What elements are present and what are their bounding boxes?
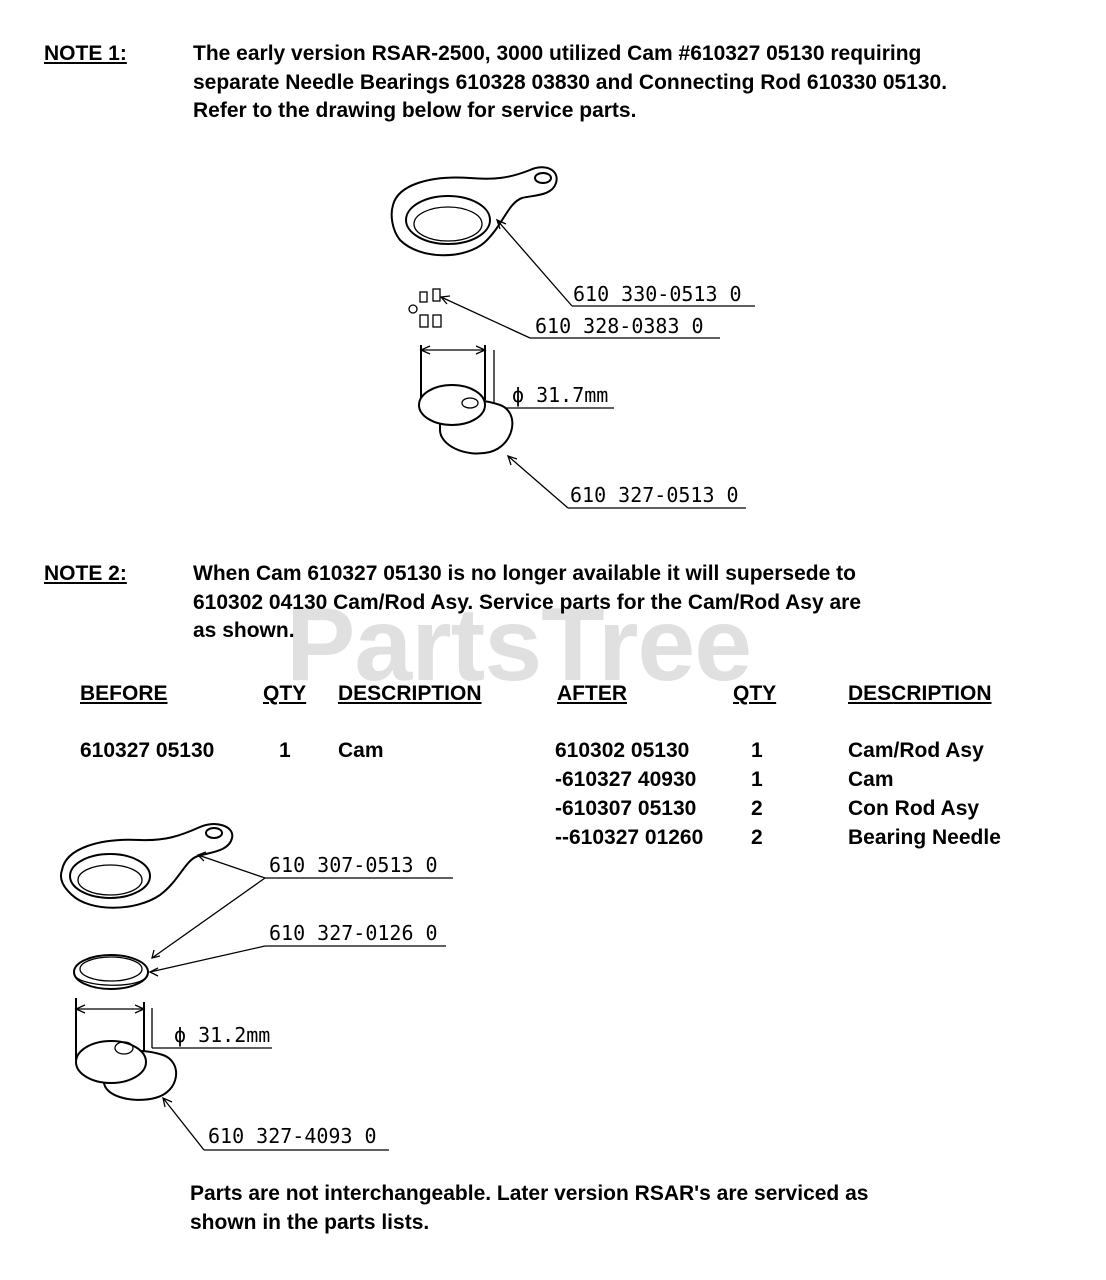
header-qty-after: QTY <box>733 682 777 705</box>
before-description: Cam <box>338 739 384 762</box>
callout-cam-2: 610 327-4093 0 <box>208 1124 377 1148</box>
note2-line1: When Cam 610327 05130 is no longer avail… <box>193 562 856 585</box>
leaders-1 <box>439 218 755 509</box>
conrod-drawing-2 <box>59 823 234 909</box>
header-after: AFTER <box>557 682 627 705</box>
footer-line2: shown in the parts lists. <box>190 1211 430 1234</box>
header-description-after: DESCRIPTION <box>848 682 992 705</box>
callout-diameter-2: ϕ 31.2mm <box>174 1023 271 1047</box>
after-part-number: -610307 05130 <box>555 797 697 820</box>
after-qty: 2 <box>751 826 763 849</box>
footer-note: Parts are not interchangeable. Later ver… <box>190 1179 1030 1237</box>
after-part-number: -610327 40930 <box>555 768 697 791</box>
callout-diameter-1: ϕ 31.7mm <box>512 383 609 407</box>
header-qty-before: QTY <box>263 682 307 705</box>
before-qty: 1 <box>279 739 291 762</box>
header-before: BEFORE <box>80 682 168 705</box>
cam-drawing-2 <box>74 998 272 1101</box>
callout-conrod-2: 610 307-0513 0 <box>269 853 438 877</box>
after-description: Cam <box>848 768 894 791</box>
after-qty: 1 <box>751 739 763 762</box>
header-description-before: DESCRIPTION <box>338 682 482 705</box>
bearing-ring-drawing-2 <box>73 954 149 990</box>
callout-cam-1: 610 327-0513 0 <box>570 483 739 507</box>
needle-bearings-drawing-1 <box>408 288 442 328</box>
callout-bearing-2: 610 327-0126 0 <box>269 921 438 945</box>
footer-line1: Parts are not interchangeable. Later ver… <box>190 1182 869 1205</box>
partstree-watermark: PartsTree <box>286 587 752 703</box>
before-part-number: 610327 05130 <box>80 739 215 762</box>
note1-label: NOTE 1: <box>44 42 127 65</box>
note2-text: When Cam 610327 05130 is no longer avail… <box>193 560 861 646</box>
leaders-2 <box>148 851 453 1151</box>
note1-text: The early version RSAR-2500, 3000 utiliz… <box>193 40 947 126</box>
after-description: Con Rod Asy <box>848 797 980 820</box>
note2-label: NOTE 2: <box>44 562 127 585</box>
after-description: Bearing Needle <box>848 826 1001 849</box>
callout-bearings-1: 610 328-0383 0 <box>535 314 704 338</box>
note1-line2: separate Needle Bearings 610328 03830 an… <box>193 70 948 94</box>
after-part-number: --610327 01260 <box>555 826 704 849</box>
note1-line1: The early version RSAR-2500, 3000 utiliz… <box>193 42 922 65</box>
note2-line2: 610302 04130 Cam/Rod Asy. Service parts … <box>193 590 862 614</box>
after-qty: 1 <box>751 768 763 791</box>
conrod-drawing-1 <box>390 166 558 257</box>
after-part-number: 610302 05130 <box>555 739 690 762</box>
callout-conrod-1: 610 330-0513 0 <box>573 282 742 306</box>
note1-line3: Refer to the drawing below for service p… <box>193 99 637 122</box>
cam-drawing-1 <box>418 345 614 455</box>
after-qty: 2 <box>751 797 763 820</box>
after-description: Cam/Rod Asy <box>848 739 984 762</box>
note2-line3: as shown. <box>193 619 295 642</box>
